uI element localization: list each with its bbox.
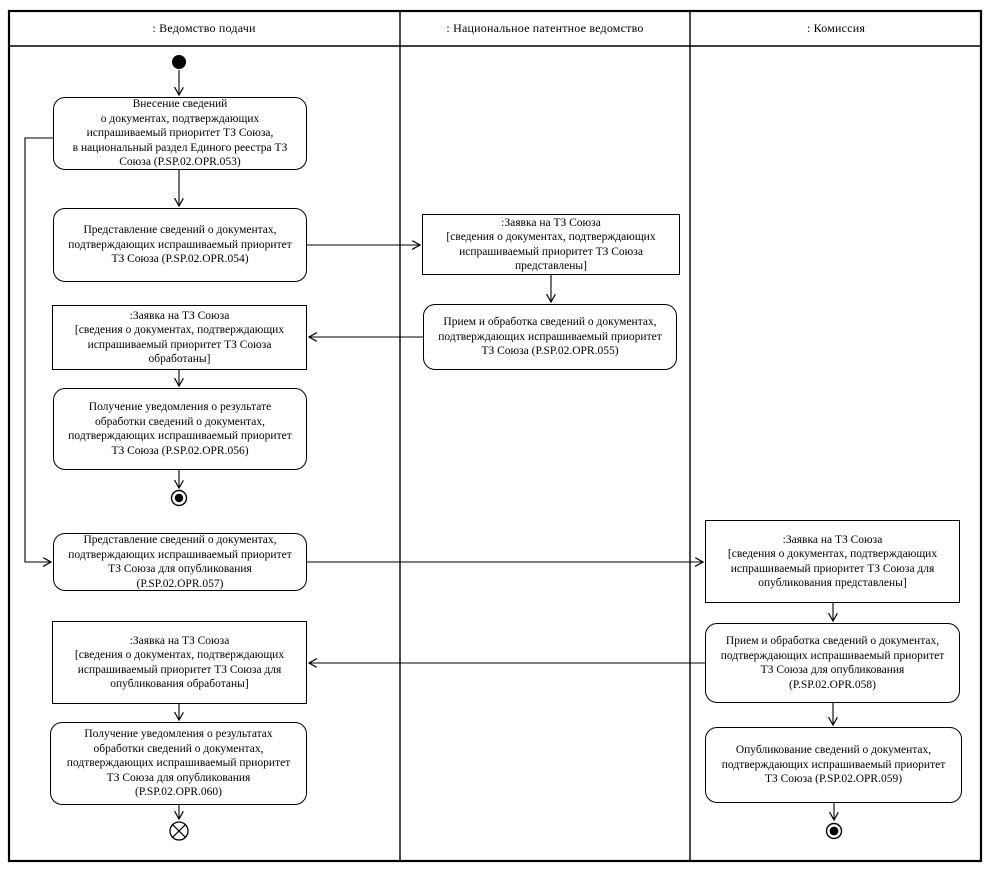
- action-opr057: Представление сведений о документах, под…: [53, 533, 307, 591]
- object-zayavka-obrabotany: :Заявка на ТЗ Союза [сведения о документ…: [52, 305, 307, 370]
- action-opr059: Опубликование сведений о документах, под…: [705, 727, 962, 803]
- action-opr055: Прием и обработка сведений о документах,…: [423, 304, 677, 370]
- swimlane-grid: [7, 9, 983, 863]
- lane-header-national-patent-office: : Национальное патентное ведомство: [446, 20, 644, 35]
- action-opr054: Представление сведений о документах, под…: [53, 208, 307, 282]
- lane-header-commission: : Комиссия: [806, 20, 866, 35]
- action-opr056: Получение уведомления о результате обраб…: [53, 388, 307, 470]
- flow-final-node-icon: [169, 821, 189, 841]
- action-opr060: Получение уведомления о результатах обра…: [50, 722, 307, 805]
- activity-final-node-commission-icon: [825, 822, 843, 840]
- action-opr058: Прием и обработка сведений о документах,…: [705, 623, 960, 703]
- flow-opr053-loop-to-opr057: [24, 137, 53, 562]
- action-opr053: Внесение сведений о документах, подтверж…: [53, 97, 307, 170]
- object-zayavka-opub-obrabotany: :Заявка на ТЗ Союза [сведения о документ…: [52, 621, 307, 704]
- diagram-outer-border: [7, 9, 983, 863]
- object-zayavka-opub-predstavleny: :Заявка на ТЗ Союза [сведения о документ…: [705, 520, 960, 603]
- initial-node-icon: [172, 55, 186, 69]
- lane-header-filing-office: : Ведомство подачи: [152, 20, 256, 35]
- object-zayavka-predstavleny: :Заявка на ТЗ Союза [сведения о документ…: [422, 214, 680, 275]
- activity-final-node-icon: [170, 489, 188, 507]
